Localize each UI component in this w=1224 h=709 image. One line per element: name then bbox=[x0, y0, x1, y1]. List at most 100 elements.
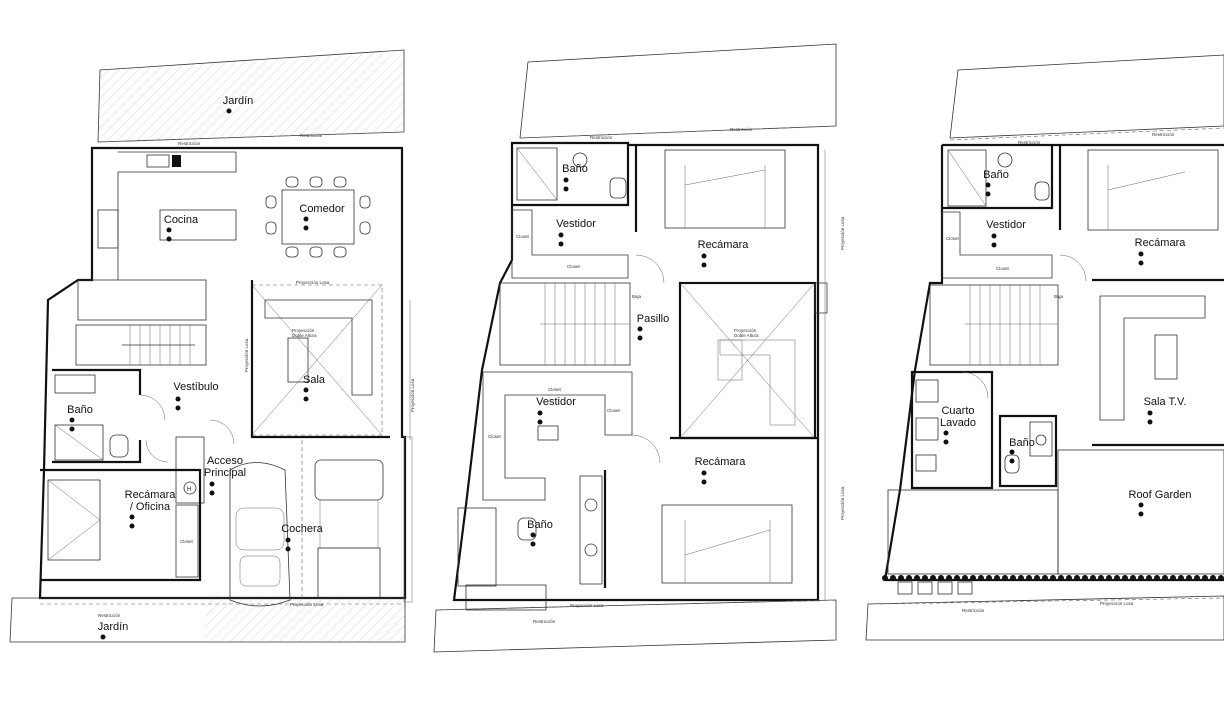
room-label-vestidor-lower: Vestidor bbox=[536, 396, 576, 408]
roof-stair bbox=[929, 284, 1059, 366]
double-vanity bbox=[579, 475, 603, 585]
note-restriccion: Restricción bbox=[730, 127, 753, 132]
ground-floor-outline bbox=[38, 146, 407, 600]
note-baja: Baja bbox=[632, 294, 642, 299]
upper-restriction-bottom bbox=[433, 599, 837, 653]
roof-floor-outline bbox=[883, 143, 1224, 582]
note-restriccion: Restricción bbox=[1018, 140, 1041, 145]
room-label-comedor: Comedor bbox=[299, 203, 345, 215]
room-label-bano-upper: Baño bbox=[562, 163, 588, 175]
room-label-vestidor-roof: Vestidor bbox=[986, 219, 1026, 231]
note-proyeccion-losa-vertical: Proyección Losa bbox=[244, 338, 249, 372]
roof-restriction-top bbox=[949, 54, 1224, 139]
closet-vestidor2 bbox=[482, 371, 633, 501]
garden-bottom-hatch bbox=[205, 598, 405, 642]
closet-hatch bbox=[175, 504, 199, 578]
roof-bath bbox=[998, 414, 1058, 488]
note-restriccion-bottom: Restricción bbox=[98, 613, 121, 618]
roof-restriction-bottom bbox=[865, 595, 1224, 641]
note-closet: Closet bbox=[946, 236, 960, 241]
dining-chairs bbox=[265, 176, 371, 258]
shower-lower bbox=[457, 507, 497, 587]
note-proyeccion-losa-bottom: Proyección Losa bbox=[1100, 601, 1134, 606]
roof-pergola-area bbox=[887, 489, 1059, 575]
note-proyeccion-losa: Proyección Losa bbox=[296, 280, 330, 285]
toilet-icon bbox=[109, 434, 129, 458]
note-closet: Closet bbox=[567, 264, 581, 269]
plan-upper-floor bbox=[433, 43, 837, 653]
note-closet: Closet bbox=[180, 539, 194, 544]
laundry-room bbox=[910, 370, 994, 490]
room-label-vestidor-upper: Vestidor bbox=[556, 218, 596, 230]
plan-ground-floor: H bbox=[9, 49, 413, 643]
room-label-jardin-top: Jardín bbox=[223, 95, 254, 107]
toilet-top bbox=[609, 177, 627, 199]
sink-icon bbox=[146, 154, 170, 168]
lavatory-top bbox=[572, 152, 588, 168]
note-closet: Closet bbox=[607, 408, 621, 413]
upper-floor-outline bbox=[452, 141, 820, 602]
room-label-bano: Baño bbox=[67, 404, 93, 416]
room-label-pasillo: Pasillo bbox=[637, 313, 669, 325]
room-label-cochera: Cochera bbox=[281, 523, 323, 535]
elevator-icon bbox=[183, 481, 197, 495]
room-label-recamara-upper: Recámara bbox=[698, 239, 750, 251]
note-restriccion: Restricción bbox=[178, 141, 201, 146]
garden-top-hatch bbox=[98, 50, 404, 142]
planter-row bbox=[882, 575, 1224, 581]
room-label-vestibulo: Vestíbulo bbox=[173, 381, 218, 393]
room-label-jardin-bottom: Jardín bbox=[98, 621, 129, 633]
coffee-table bbox=[287, 337, 309, 383]
bed-lower bbox=[661, 504, 793, 584]
note-proyeccion-losa-side: Proyección Losa bbox=[840, 216, 845, 250]
room-label-recamara-lower: Recámara bbox=[695, 456, 747, 468]
roof-bed bbox=[1087, 149, 1219, 231]
restriction-line-top bbox=[97, 131, 405, 143]
stair-run bbox=[75, 324, 207, 366]
lavatory bbox=[54, 374, 96, 394]
sofa bbox=[264, 299, 373, 396]
upper-restriction-top bbox=[519, 43, 837, 139]
bed bbox=[47, 479, 101, 561]
door-swing bbox=[139, 394, 166, 421]
stove-icon bbox=[172, 155, 181, 167]
bath-wall bbox=[52, 368, 142, 395]
note-proyeccion-losa-bottom: Proyección Losa bbox=[570, 603, 604, 608]
bath-wall-lower bbox=[52, 440, 142, 464]
living-walls bbox=[250, 280, 390, 439]
note-restriccion: Restricción bbox=[300, 133, 323, 138]
note-restriccion: Restricción bbox=[590, 135, 613, 140]
bedroom-walls bbox=[40, 468, 202, 582]
note-restriccion: Restricción bbox=[1152, 132, 1175, 137]
note-baja: Baja bbox=[1054, 294, 1064, 299]
note-proyeccion-losa-side: Proyección Losa bbox=[410, 378, 415, 412]
room-label-sala: Sala bbox=[303, 374, 326, 386]
kitchen-island bbox=[159, 209, 237, 241]
level-markers bbox=[69, 108, 1153, 640]
note-closet: Closet bbox=[488, 434, 502, 439]
note-proyeccion-losa-side-lower: Proyección Losa bbox=[840, 486, 845, 520]
closet-vestidor1 bbox=[511, 209, 629, 279]
room-label-bano-roof-2: Baño bbox=[1009, 437, 1035, 449]
tv-sofa bbox=[1099, 295, 1206, 421]
note-restriccion-bottom: Restricción bbox=[533, 619, 556, 624]
room-label-recamara-roof: Recámara bbox=[1135, 237, 1187, 249]
note-closet: Closet bbox=[516, 234, 530, 239]
kitchen-counter bbox=[117, 151, 237, 280]
note-closet: Closet bbox=[548, 387, 562, 392]
stair-hatch bbox=[77, 279, 207, 321]
note-restriccion-bottom: Restricción bbox=[962, 608, 985, 613]
room-label-bano-roof: Baño bbox=[983, 169, 1009, 181]
room-label-roof-garden: Roof Garden bbox=[1129, 489, 1192, 501]
note-closet: Closet bbox=[996, 266, 1010, 271]
room-label-sala-tv: Sala T.V. bbox=[1144, 396, 1187, 408]
note-proyeccion-losa-bottom: Proyección Losa bbox=[290, 602, 324, 607]
room-label-bano-lower: Baño bbox=[527, 519, 553, 531]
room-label-recamara-oficina: Recámara/ Oficina bbox=[125, 489, 177, 513]
bed-top bbox=[664, 149, 786, 229]
